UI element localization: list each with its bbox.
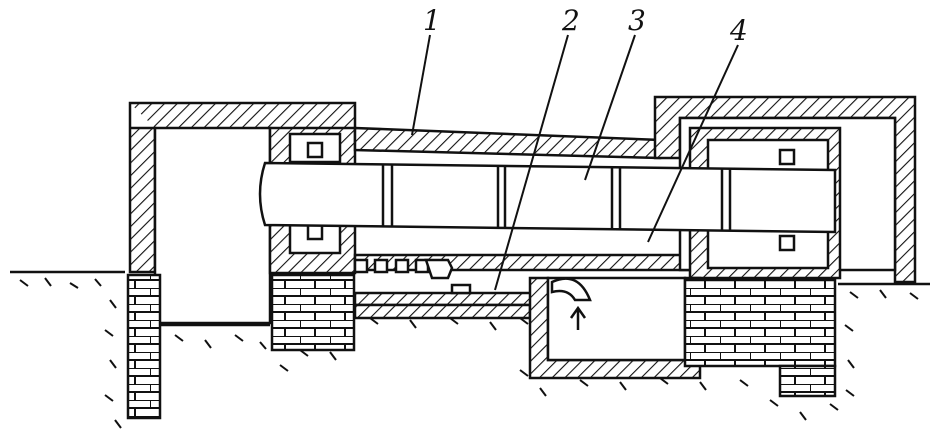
rotary-drum xyxy=(258,161,837,234)
right-lower-bearing-pin xyxy=(778,234,796,252)
leader-2 xyxy=(494,34,569,291)
left-upper-bearing-pin xyxy=(306,141,324,159)
right-brick-footing xyxy=(778,364,837,398)
callout-label-2: 2 xyxy=(561,4,580,37)
hot-air-duct xyxy=(550,277,592,302)
air-flow-arrow xyxy=(569,305,587,330)
leader-3 xyxy=(584,34,636,181)
callout-leaders xyxy=(411,34,739,291)
channel-floor xyxy=(353,303,532,320)
callout-label-3: 3 xyxy=(628,4,646,37)
right-brick-foundation xyxy=(683,278,837,368)
left-chamber-cavity xyxy=(153,126,272,325)
callout-label-1: 1 xyxy=(423,4,441,37)
ground-surface xyxy=(10,270,930,327)
left-brick-foundation xyxy=(126,273,162,420)
leader-1 xyxy=(411,34,431,136)
gas-inlet-nozzle xyxy=(424,258,454,280)
drum-housing-roof xyxy=(353,126,662,160)
soil-texture xyxy=(19,277,919,429)
right-upper-bearing-pin xyxy=(778,148,796,166)
flue-openings xyxy=(353,258,430,274)
flue-channel xyxy=(353,291,542,307)
leader-4 xyxy=(647,44,739,243)
left-lower-bearing-pin xyxy=(306,223,324,241)
center-left-brick-base xyxy=(270,273,356,352)
callout-label-4: 4 xyxy=(729,14,748,47)
flue-damper xyxy=(450,283,472,295)
